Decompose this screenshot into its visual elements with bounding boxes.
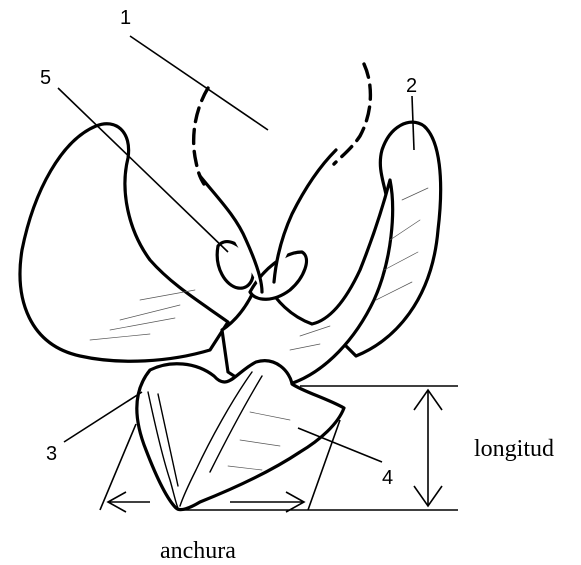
leader-1 bbox=[130, 36, 268, 130]
callout-4: 4 bbox=[382, 467, 393, 489]
width-label: anchura bbox=[160, 538, 236, 564]
callout-5: 5 bbox=[40, 67, 51, 89]
callout-1: 1 bbox=[120, 7, 131, 29]
callout-2: 2 bbox=[406, 75, 417, 97]
length-label: longitud bbox=[474, 436, 554, 462]
spur bbox=[137, 361, 344, 510]
flower-drawing bbox=[20, 64, 441, 510]
leader-3 bbox=[64, 392, 142, 442]
left-dashed-extension bbox=[194, 88, 208, 184]
callout-3: 3 bbox=[46, 443, 57, 465]
right-dashed-extension bbox=[334, 64, 370, 164]
